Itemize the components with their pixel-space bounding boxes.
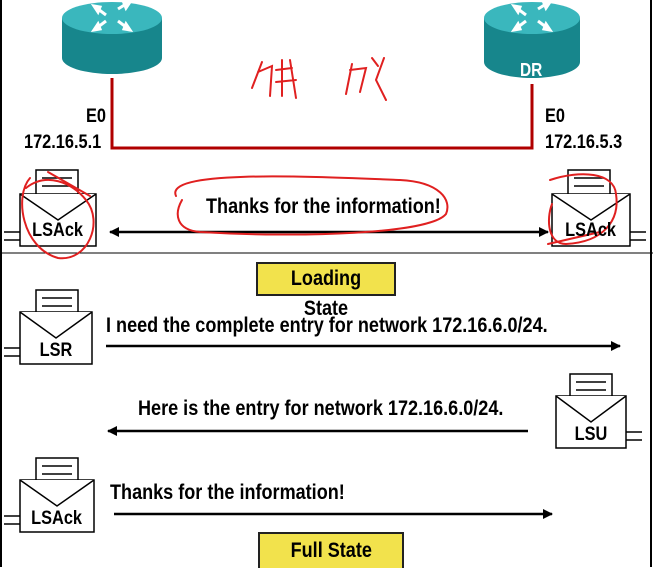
router-right-interface: E0 [545, 107, 565, 127]
router-left-ip: 172.16.5.1 [24, 133, 101, 153]
packet-lsr-label: LSR [20, 340, 92, 362]
message-here-entry: Here is the entry for network 172.16.6.0… [138, 398, 503, 420]
full-state-badge: Full State [258, 532, 404, 568]
router-left-icon [62, 2, 162, 74]
message-thanks-top: Thanks for the information! [206, 196, 441, 218]
router-right-ip: 172.16.5.3 [545, 133, 622, 153]
packet-lsu-label: LSU [556, 424, 626, 446]
router-left-interface: E0 [86, 107, 106, 127]
message-thanks-bottom: Thanks for the information! [110, 482, 345, 504]
ethernet-link [112, 78, 532, 148]
packet-lsack-right-label: LSAck [552, 220, 630, 242]
loading-state-badge: Loading State [256, 262, 396, 296]
handwritten-annotation [252, 58, 386, 100]
router-right-role: DR [520, 60, 542, 81]
packet-lsack-bottom-label: LSAck [20, 508, 94, 530]
packet-lsack-left-label: LSAck [20, 220, 96, 242]
